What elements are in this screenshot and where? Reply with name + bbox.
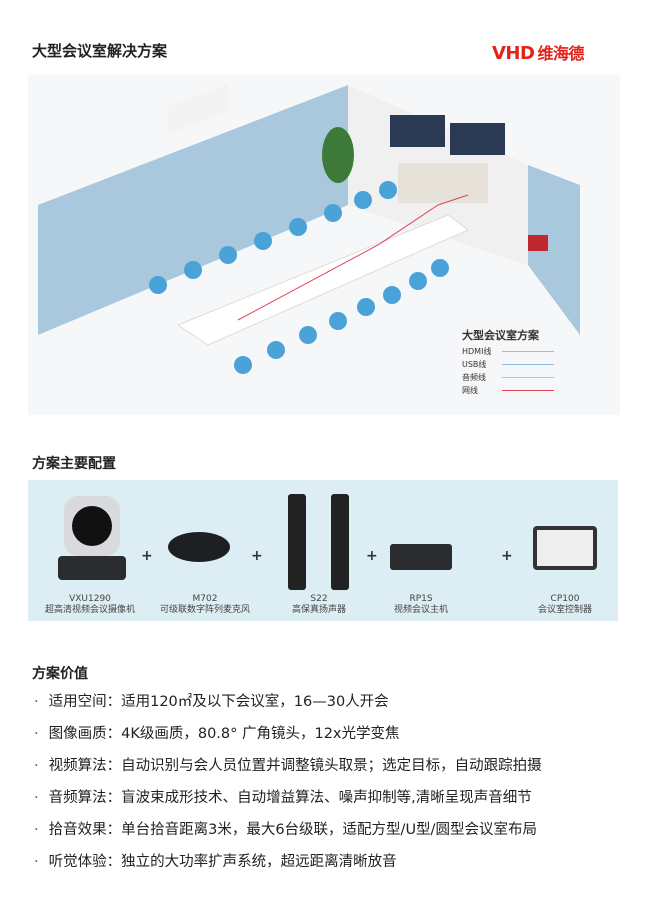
camera-image [58,496,126,581]
right-wall [528,165,580,335]
value-title: 方案价值 [32,666,88,682]
product-name: 可级联数字阵列麦克风 [159,605,250,615]
product-model: S22 [310,594,328,604]
value-text: 音频算法：盲波束成形技术、自动增益算法、噪声抑制等,清晰呈现声音细节 [48,790,532,806]
bullet-icon: · [34,790,39,806]
speaker-image [331,494,349,590]
value-text: 图像画质：4K级画质，80.8° 广角镜头，12x光学变焦 [48,726,400,742]
legend-title: 大型会议室方案 [462,329,539,342]
product-model: RP1S [409,594,433,604]
display-right [450,123,505,155]
plus-icon: + [501,548,513,564]
legend-swatch [502,364,554,365]
product-name: 视频会议主机 [393,605,448,615]
legend-item: 网线 [462,384,554,397]
bullet-icon: · [34,758,39,774]
chairs [149,181,449,374]
whiteboard [168,84,228,135]
legend-item: USB线 [462,358,554,371]
value-item: · 拾音效果：单台拾音距离3米，最大6台级联，适配方型/U型/圆型会议室布局 [34,818,537,839]
cable-legend: 大型会议室方案 HDMI线 USB线 音频线 网线 [462,327,554,397]
value-item: · 视频算法：自动识别与会人员位置并调整镜头取景；选定目标，自动跟踪拍摄 [34,754,542,775]
legend-item: 音频线 [462,371,554,384]
legend-label: 网线 [462,386,478,395]
product-model: M702 [192,594,218,604]
logo-latin: VHD [492,43,535,64]
value-text: 适用空间：适用120㎡及以下会议室，16—30人开会 [48,694,389,710]
product-model: VXU1290 [69,594,111,604]
value-item: · 图像画质：4K级画质，80.8° 广角镜头，12x光学变焦 [34,722,400,743]
legend-label: USB线 [462,360,487,369]
product-panel [28,480,618,621]
plant [322,127,354,183]
plus-icon: + [251,548,263,564]
bullet-icon: · [34,694,39,710]
legend-swatch [502,351,554,352]
bullet-icon: · [34,726,39,742]
plus-icon: + [366,548,378,564]
value-text: 听觉体验：独立的大功率扩声系统，超远距离清晰放音 [48,854,397,870]
product-name: 会议室控制器 [537,605,592,615]
page-title: 大型会议室解决方案 [32,42,168,60]
legend-swatch [502,390,554,391]
bullet-icon: · [34,854,39,870]
value-item: · 音频算法：盲波束成形技术、自动增益算法、噪声抑制等,清晰呈现声音细节 [34,786,532,807]
bullet-icon: · [34,822,39,838]
logo-cn: 维海德 [537,44,584,63]
conference-table [176,214,469,346]
control-panel [528,235,548,251]
value-item: · 适用空间：适用120㎡及以下会议室，16—30人开会 [34,690,389,711]
legend-label: 音频线 [462,373,486,382]
legend-swatch [502,377,554,378]
cabinet [398,163,488,203]
microphone-image [168,532,230,562]
controller-image [533,526,597,570]
conference-room-illustration [28,75,620,415]
product-name: 高保真扬声器 [291,605,346,615]
display-left [390,115,445,147]
host-image [390,544,452,570]
value-text: 视频算法：自动识别与会人员位置并调整镜头取景；选定目标，自动跟踪拍摄 [48,758,542,774]
value-text: 拾音效果：单台拾音距离3米，最大6台级联，适配方型/U型/圆型会议室布局 [48,822,537,838]
product-model: CP100 [550,594,580,604]
left-wall [38,85,348,335]
legend-label: HDMI线 [462,347,492,356]
config-title: 方案主要配置 [32,456,116,472]
product-name: 超高清视频会议摄像机 [44,605,135,615]
legend-item: HDMI线 [462,345,554,358]
speaker-image [288,494,306,590]
plus-icon: + [141,548,153,564]
value-item: · 听觉体验：独立的大功率扩声系统，超远距离清晰放音 [34,850,397,871]
